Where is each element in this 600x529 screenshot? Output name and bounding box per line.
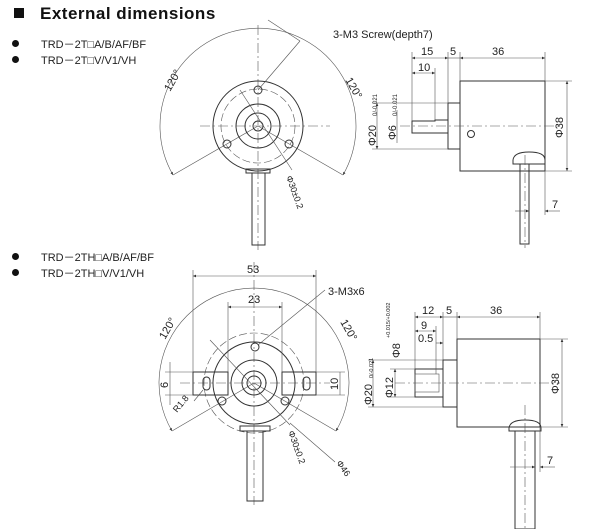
tolerance-label: 0/-0.021: [393, 93, 399, 116]
dim-label: 12: [422, 305, 434, 317]
bullet-icon: [12, 56, 19, 63]
dim-label: Φ8: [391, 343, 403, 358]
dim-label: 10: [418, 62, 430, 74]
dim-label: Φ20: [367, 125, 379, 146]
dim-label: 9: [421, 320, 427, 332]
radius-label: R1.8: [171, 393, 191, 414]
model-item: TRD－2T□V/V1/VH: [12, 53, 146, 69]
dim-label: 36: [492, 46, 504, 58]
tolerance-label: 0/-0.021: [373, 93, 379, 116]
bullet-icon: [12, 40, 19, 47]
dim-label: 0.5: [418, 333, 433, 345]
dim-label: Φ38: [554, 117, 566, 138]
front-view-flange: 53 23 3-M3x6 120° 120° 6 10 R1.8 Φ30±0.2…: [157, 262, 365, 505]
model-item: TRD－2TH□A/B/AF/BF: [12, 250, 154, 266]
dim-label: Φ12: [384, 377, 396, 398]
model-label: TRD－2T□V/V1/VH: [41, 55, 137, 67]
dim-label: Φ6: [387, 125, 399, 140]
dim-label: 10: [329, 378, 341, 390]
dim-label: 5: [446, 305, 452, 317]
dim-label: 15: [421, 46, 433, 58]
pcd-label: Φ30±0.2: [284, 174, 305, 210]
model-list-1: TRD－2T□A/B/AF/BF TRD－2T□V/V1/VH: [12, 37, 146, 69]
angle-label: 120°: [342, 76, 364, 102]
bullet-icon: [12, 253, 19, 260]
dim-label: 7: [552, 199, 558, 211]
tolerance-label: +0.015/+0.002: [386, 303, 392, 338]
screw-note: 3-M3 Screw(depth7): [333, 29, 433, 41]
dim-label: 5: [450, 46, 456, 58]
pcd-label: Φ30±0.2: [286, 429, 307, 465]
angle-label: 120°: [162, 68, 184, 94]
screw-note: 3-M3x6: [328, 286, 365, 298]
dim-label: 7: [547, 455, 553, 467]
side-view-flange: 12 5 36 9 0.5 Φ8 +0.015/+0.002 Φ20 0/-0.…: [363, 303, 568, 529]
dim-label: 53: [247, 264, 259, 276]
model-item: TRD－2TH□V/V1/VH: [12, 266, 154, 282]
model-label: TRD－2TH□V/V1/VH: [41, 268, 145, 280]
dim-label: Φ38: [550, 373, 562, 394]
model-label: TRD－2T□A/B/AF/BF: [41, 39, 147, 51]
bullet-icon: [12, 269, 19, 276]
dim-label: 36: [490, 305, 502, 317]
model-list-2: TRD－2TH□A/B/AF/BF TRD－2TH□V/V1/VH: [12, 250, 154, 282]
side-view-standard: 15 5 36 10 Φ38 Φ20 0/-0.021 Φ6 0/-0.021 …: [367, 46, 572, 248]
angle-label: 120°: [337, 318, 359, 344]
model-label: TRD－2TH□A/B/AF/BF: [41, 252, 154, 264]
dim-label: 6: [159, 382, 171, 388]
diameter-label: Φ46: [334, 458, 352, 478]
dim-label: 23: [248, 294, 260, 306]
tolerance-label: 0/-0.021: [369, 358, 375, 378]
dim-label: Φ20: [363, 384, 375, 405]
model-item: TRD－2T□A/B/AF/BF: [12, 37, 146, 53]
square-bullet-icon: [14, 8, 24, 18]
section-heading: External dimensions: [14, 4, 216, 24]
heading-text: External dimensions: [40, 4, 216, 23]
